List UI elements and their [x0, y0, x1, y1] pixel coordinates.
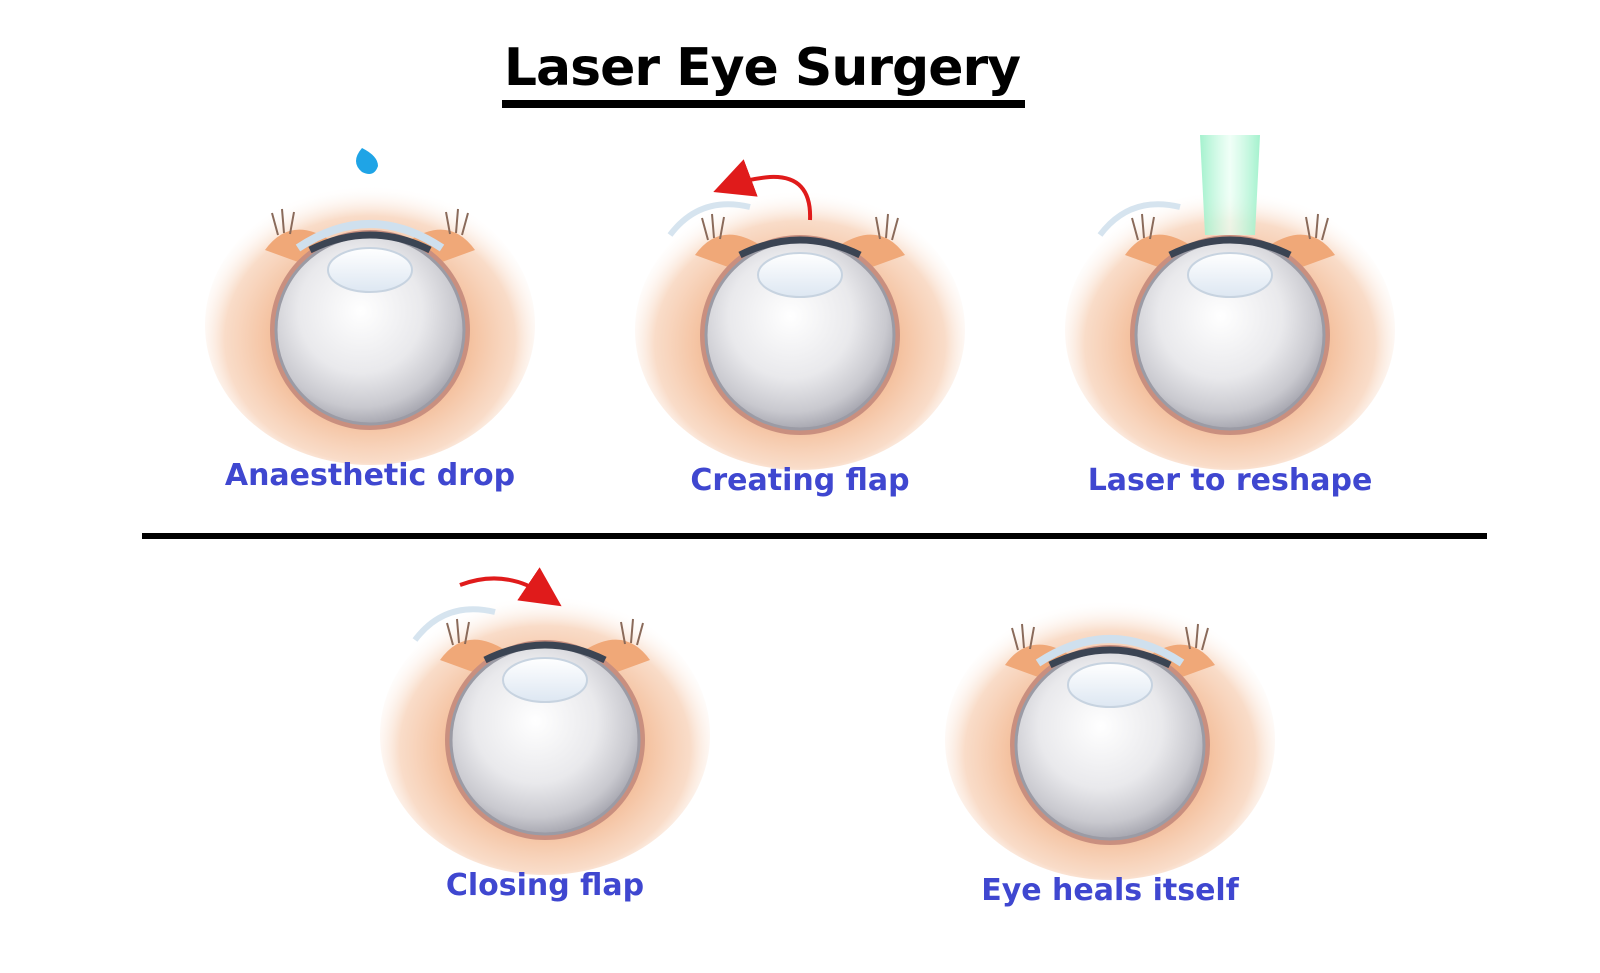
eye-diagram	[1065, 135, 1395, 470]
step-closing-flap: Closing flap	[345, 540, 745, 930]
step-label: Eye heals itself	[981, 873, 1239, 908]
flap-close-arrow-icon	[459, 567, 562, 607]
eye-diagram	[635, 159, 965, 470]
title-underline	[502, 100, 1025, 108]
eye-diagram	[945, 600, 1275, 880]
step-eye-heals-itself: Eye heals itself	[910, 545, 1310, 935]
step-label: Laser to reshape	[1087, 463, 1373, 498]
step-label: Anaesthetic drop	[224, 458, 516, 493]
step-laser-to-reshape: Laser to reshape	[1030, 135, 1430, 525]
section-divider	[142, 533, 1487, 539]
eye-diagram	[380, 567, 710, 875]
step-label: Creating flap	[690, 463, 910, 498]
step-creating-flap: Creating flap	[600, 135, 1000, 525]
step-anaesthetic-drop: Anaesthetic drop	[170, 130, 570, 520]
eye-diagram	[205, 148, 535, 465]
flap-open-arrow-icon	[713, 159, 813, 221]
page-title: Laser Eye Surgery	[503, 38, 1021, 98]
step-label: Closing flap	[445, 868, 645, 903]
drop-icon	[356, 148, 378, 174]
laser-beam-icon	[1200, 135, 1260, 235]
